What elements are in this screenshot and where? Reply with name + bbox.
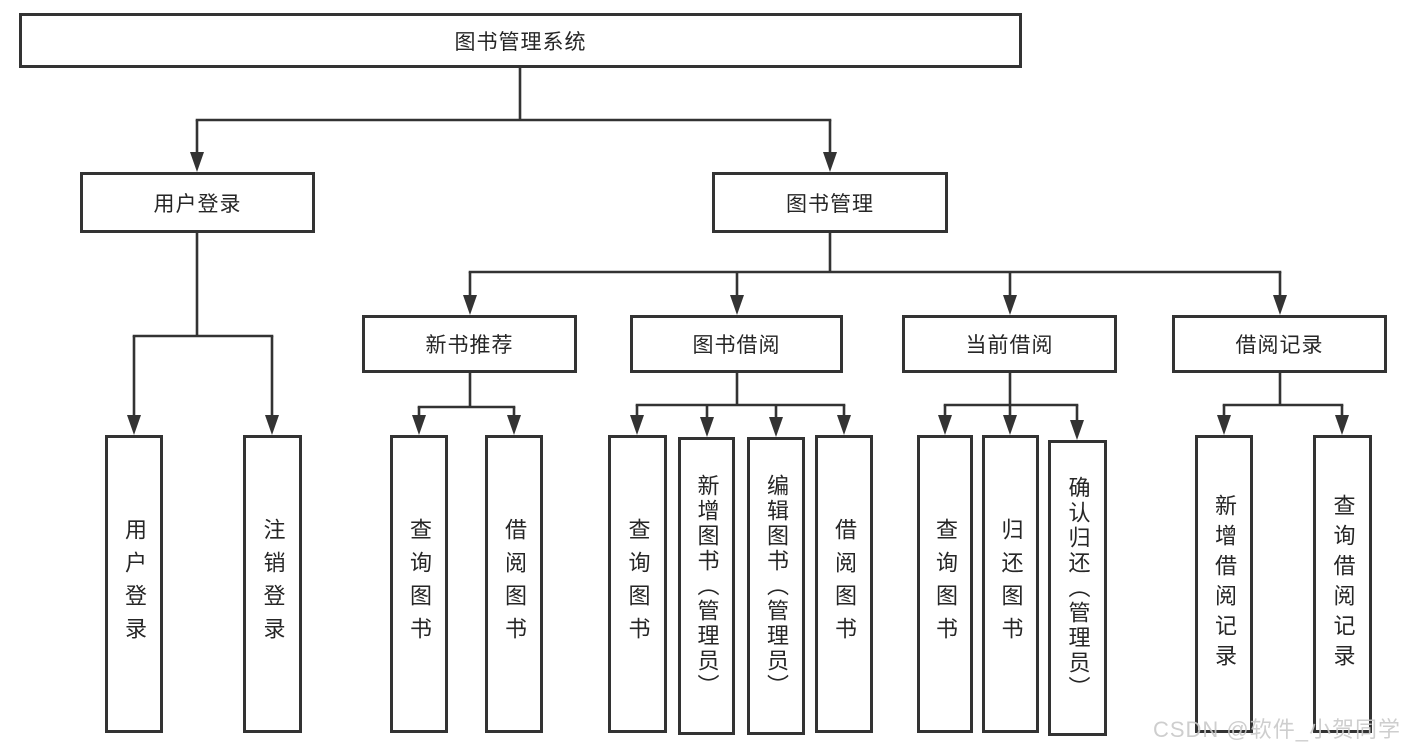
arrowhead-icon xyxy=(938,415,952,435)
node-leaf-bor-query-books: 查询图书 xyxy=(608,435,667,733)
arrowhead-icon xyxy=(1003,415,1017,435)
node-label: 借阅图书 xyxy=(502,518,527,650)
arrowhead-icon xyxy=(1003,295,1017,315)
node-current-borrowing: 当前借阅 xyxy=(902,315,1117,373)
node-leaf-cur-return-books: 归还图书 xyxy=(982,435,1039,733)
node-borrowing-records: 借阅记录 xyxy=(1172,315,1387,373)
node-user-login: 用户登录 xyxy=(80,172,315,233)
node-leaf-logout: 注销登录 xyxy=(243,435,302,733)
node-label: 借阅图书 xyxy=(832,518,857,650)
arrowhead-icon xyxy=(730,295,744,315)
node-root: 图书管理系统 xyxy=(19,13,1022,68)
node-label: 归还图书 xyxy=(998,518,1024,650)
node-label: 查询图书 xyxy=(625,518,651,650)
node-label: 图书管理 xyxy=(786,192,874,216)
node-leaf-add-borrow-record: 新增借阅记录 xyxy=(1195,435,1253,733)
arrowhead-icon xyxy=(412,415,426,435)
node-label: 用户登录 xyxy=(122,518,147,650)
node-leaf-rec-borrow-books: 借阅图书 xyxy=(485,435,543,733)
node-label: 查询借阅记录 xyxy=(1330,494,1356,674)
node-book-borrowing: 图书借阅 xyxy=(630,315,843,373)
node-label: 注销登录 xyxy=(260,518,286,650)
arrowhead-icon xyxy=(1335,415,1349,435)
arrowhead-icon xyxy=(1217,415,1231,435)
node-label: 图书借阅 xyxy=(692,334,781,357)
arrowhead-icon xyxy=(1070,420,1084,440)
node-label: 新增借阅记录 xyxy=(1212,494,1237,674)
node-leaf-bor-edit-books: 编辑图书（管理员） xyxy=(747,437,805,735)
arrowhead-icon xyxy=(1273,295,1287,315)
node-leaf-user-login: 用户登录 xyxy=(105,435,163,733)
arrowhead-icon xyxy=(837,415,851,435)
node-label: 用户登录 xyxy=(153,192,242,216)
node-label: 查询图书 xyxy=(407,518,432,650)
node-label: 新增图书（管理员） xyxy=(694,473,720,699)
node-new-book-recommend: 新书推荐 xyxy=(362,315,577,373)
node-label: 图书管理系统 xyxy=(454,30,587,54)
node-leaf-query-borrow-record: 查询借阅记录 xyxy=(1313,435,1372,733)
node-leaf-bor-add-books: 新增图书（管理员） xyxy=(678,437,735,735)
arrowhead-icon xyxy=(700,417,714,437)
arrowhead-icon xyxy=(190,152,204,172)
node-book-management: 图书管理 xyxy=(712,172,948,233)
node-leaf-cur-query-books: 查询图书 xyxy=(917,435,973,733)
arrowhead-icon xyxy=(769,417,783,437)
arrowhead-icon xyxy=(265,415,279,435)
csdn-watermark: CSDN @软件_小贺同学 xyxy=(1152,717,1401,742)
node-leaf-rec-query-books: 查询图书 xyxy=(390,435,448,733)
arrowhead-icon xyxy=(127,415,141,435)
arrowhead-icon xyxy=(630,415,644,435)
node-label: 当前借阅 xyxy=(965,334,1054,357)
arrowhead-icon xyxy=(507,415,521,435)
node-label: 确认归还（管理员） xyxy=(1065,475,1091,701)
node-label: 查询图书 xyxy=(933,518,958,650)
node-label: 借阅记录 xyxy=(1235,334,1324,357)
node-leaf-bor-borrow-books: 借阅图书 xyxy=(815,435,873,733)
arrowhead-icon xyxy=(823,152,837,172)
node-label: 编辑图书（管理员） xyxy=(764,473,789,699)
node-label: 新书推荐 xyxy=(425,334,514,357)
arrowhead-icon xyxy=(463,295,477,315)
node-leaf-cur-confirm-return: 确认归还（管理员） xyxy=(1048,440,1107,736)
